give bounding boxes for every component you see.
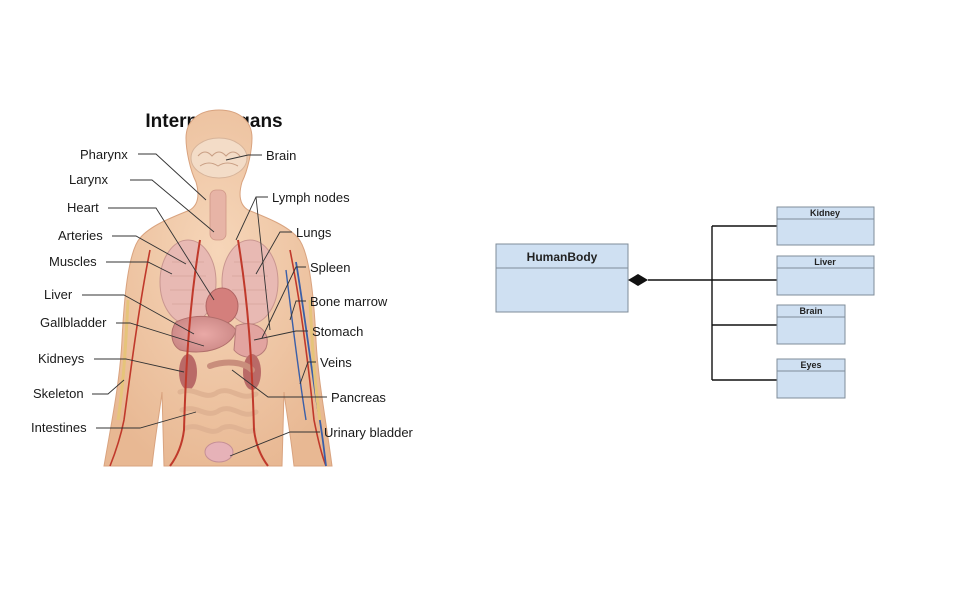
leader-spleen: [261, 266, 306, 339]
class-brain-name: Brain: [799, 306, 822, 316]
label-skeleton: Skeleton: [33, 386, 84, 401]
body-figure: [103, 109, 333, 467]
leader-pancreas: [231, 369, 327, 398]
class-kidney: Kidney: [776, 206, 875, 246]
leader-muscles: [106, 261, 173, 275]
leader-lymph-nodes: [235, 196, 271, 331]
label-intestines: Intestines: [31, 420, 87, 435]
leader-brain: [225, 154, 262, 161]
class-eyes-box: [776, 358, 846, 399]
class-kidney-box: [776, 206, 875, 246]
class-liver-box: [776, 255, 875, 296]
leader-urinary-bladder: [229, 431, 320, 457]
label-pharynx: Pharynx: [80, 147, 128, 162]
left-labels: Pharynx Larynx Heart Arteries Muscles Li…: [31, 147, 215, 435]
label-urinary-bladder: Urinary bladder: [324, 425, 414, 440]
label-lymph-nodes: Lymph nodes: [272, 190, 350, 205]
class-liver: Liver: [776, 255, 875, 296]
leader-skeleton: [92, 379, 125, 395]
right-labels: Brain Lymph nodes Lungs Spleen Bone marr…: [225, 148, 414, 457]
leader-veins: [299, 361, 316, 385]
label-arteries: Arteries: [58, 228, 103, 243]
label-lungs: Lungs: [296, 225, 332, 240]
composition-diamond-icon: [628, 274, 648, 286]
label-muscles: Muscles: [49, 254, 97, 269]
uml-diagram: HumanBody Kidney Liver Brain Eyes: [495, 206, 875, 399]
class-brain-box: [776, 304, 846, 345]
label-spleen: Spleen: [310, 260, 350, 275]
label-brain: Brain: [266, 148, 296, 163]
leader-gallbladder: [116, 322, 205, 347]
class-humanbody-box: [495, 243, 629, 313]
label-bone-marrow: Bone marrow: [310, 294, 388, 309]
anatomy-illustration: Internal organs: [31, 109, 414, 467]
class-eyes-name: Eyes: [800, 360, 821, 370]
label-gallbladder: Gallbladder: [40, 315, 107, 330]
label-liver: Liver: [44, 287, 73, 302]
leader-liver: [82, 294, 195, 335]
label-veins: Veins: [320, 355, 352, 370]
label-heart: Heart: [67, 200, 99, 215]
leader-arteries: [112, 235, 187, 265]
leader-kidneys: [94, 358, 185, 373]
class-humanbody-name: HumanBody: [527, 250, 598, 264]
label-stomach: Stomach: [312, 324, 363, 339]
leader-pharynx: [138, 153, 207, 201]
class-humanbody: HumanBody: [495, 243, 629, 313]
label-kidneys: Kidneys: [38, 351, 85, 366]
leader-larynx: [130, 179, 215, 233]
leader-bone-marrow: [289, 300, 306, 321]
leader-heart: [108, 207, 215, 301]
class-brain: Brain: [776, 304, 846, 345]
class-kidney-name: Kidney: [810, 208, 840, 218]
leader-intestines: [96, 411, 197, 429]
leader-lungs: [255, 231, 292, 275]
label-pancreas: Pancreas: [331, 390, 386, 405]
label-larynx: Larynx: [69, 172, 109, 187]
class-liver-name: Liver: [814, 257, 836, 267]
class-eyes: Eyes: [776, 358, 846, 399]
leader-stomach: [253, 330, 308, 341]
